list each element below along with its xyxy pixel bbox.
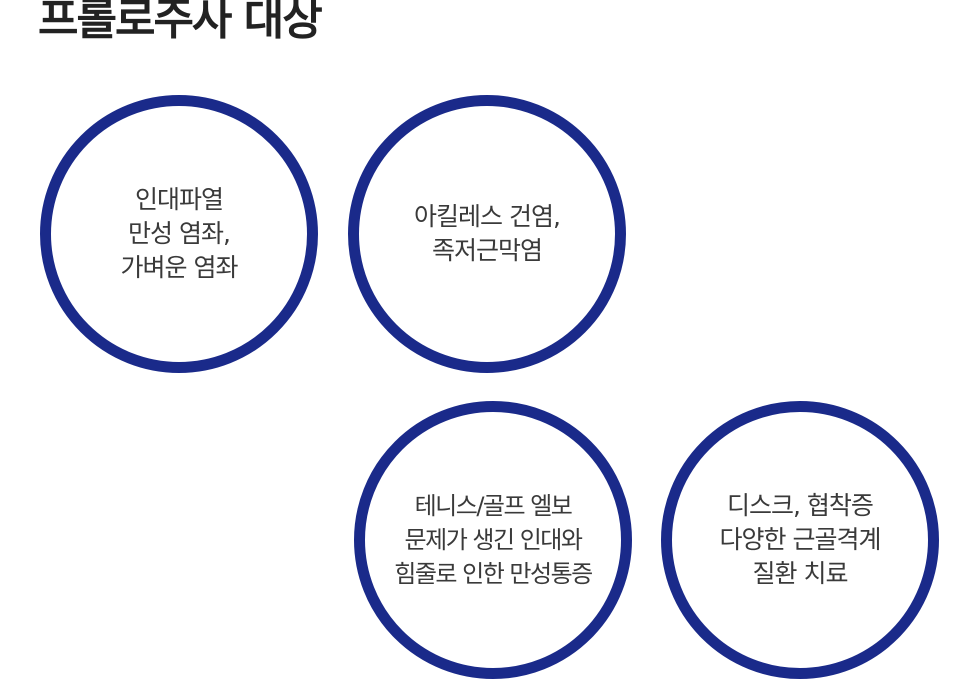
target-label: 디스크, 협착증 다양한 근골격계 질환 치료 [719,491,882,588]
target-label: 아킬레스 건염, 족저근막염 [414,202,561,265]
target-circle-ligament: 인대파열 만성 염좌, 가벼운 염좌 [40,95,318,373]
target-label: 테니스/골프 엘보 문제가 생긴 인대와 힘줄로 인한 만성통증 [394,492,593,588]
target-circle-elbow: 테니스/골프 엘보 문제가 생긴 인대와 힘줄로 인한 만성통증 [354,401,632,679]
target-label: 인대파열 만성 염좌, 가벼운 염좌 [120,185,239,282]
target-circle-achilles: 아킬레스 건염, 족저근막염 [348,95,626,373]
target-circle-disc: 디스크, 협착증 다양한 근골격계 질환 치료 [661,401,939,679]
page-title: 프롤로주사 대상 [38,0,323,45]
